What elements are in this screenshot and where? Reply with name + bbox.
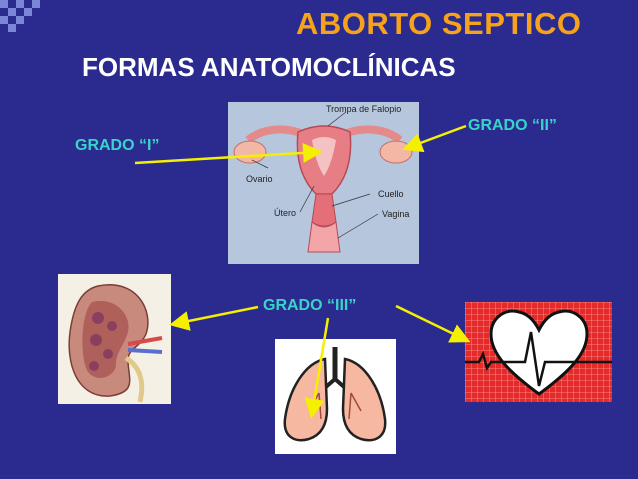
caption-utero: Útero <box>274 208 296 218</box>
caption-vagina: Vagina <box>382 209 409 219</box>
arrow-grado-3-lungs <box>304 317 330 419</box>
arrow-grado-3-kidney <box>169 305 259 331</box>
label-grado-2: GRADO “II” <box>468 117 557 134</box>
label-grado-1: GRADO “I” <box>75 137 160 154</box>
caption-ovario: Ovario <box>246 174 273 184</box>
label-grado-3: GRADO “III” <box>263 297 357 314</box>
corner-decoration <box>0 0 60 40</box>
caption-trompa: Trompa de Falopio <box>326 104 401 114</box>
uterus-diagram: Trompa de Falopio Ovario Cuello Útero Va… <box>228 102 419 264</box>
slide-subtitle: FORMAS ANATOMOCLÍNICAS <box>82 52 456 82</box>
arrow-grado-2 <box>402 124 467 153</box>
arrow-grado-3-heart <box>395 304 471 343</box>
caption-cuello: Cuello <box>378 189 404 199</box>
heart-ecg-drawing <box>465 302 612 402</box>
kidney-diagram <box>58 274 171 404</box>
slide-title: ABORTO SEPTICO <box>296 6 582 41</box>
arrow-grado-1 <box>134 142 323 165</box>
